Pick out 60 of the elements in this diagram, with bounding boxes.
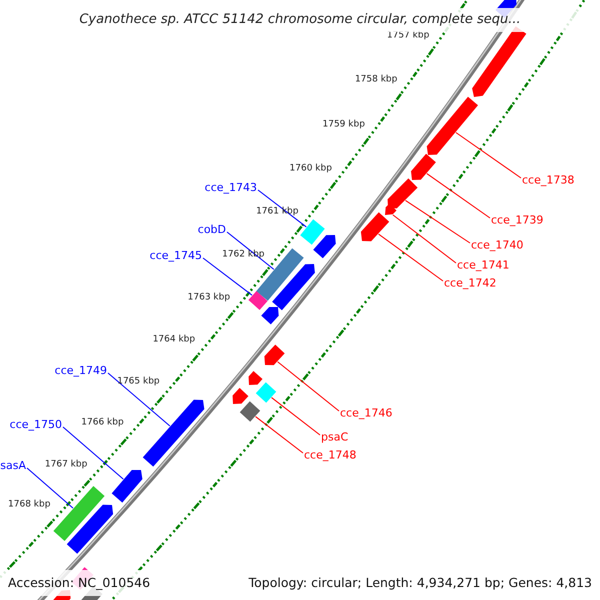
scale-label: 1759 kbp <box>322 119 365 130</box>
title: Cyanothece sp. ATCC 51142 chromosome circular, complete sequ... <box>79 11 521 30</box>
gene-block <box>385 204 396 215</box>
scale-label: 1765 kbp <box>117 376 160 388</box>
leader-line <box>404 200 470 244</box>
gene-label: cce_1748 <box>304 448 356 462</box>
leader-line <box>202 258 253 296</box>
gene-block <box>360 212 390 242</box>
leader-line <box>62 426 124 480</box>
leader-line <box>255 416 304 454</box>
gene-box <box>300 219 325 245</box>
gene-label: cce_1749 <box>54 364 107 377</box>
gene-label: cce_1741 <box>457 258 510 272</box>
gene-label: cce_1745 <box>150 248 202 262</box>
gene-label: sasA <box>0 458 26 472</box>
accession-text: Accession: NC_010546 <box>8 574 150 592</box>
gene-label: cce_1739 <box>491 213 544 226</box>
gene-block <box>232 388 248 404</box>
gene-block <box>142 400 204 467</box>
gene-block <box>264 344 285 366</box>
leader-line <box>108 372 170 427</box>
gene-block <box>388 178 418 208</box>
gene-block <box>248 371 262 385</box>
leader-line <box>258 190 307 228</box>
scale-label: 1758 kbp <box>354 74 398 86</box>
gene-label: cce_1750 <box>10 418 62 431</box>
gene-block <box>313 235 336 258</box>
gene-box <box>53 486 105 541</box>
leader-line <box>226 232 274 270</box>
gene-diamond <box>256 382 276 403</box>
gene-label: cce_1742 <box>444 276 496 290</box>
gene-label: cce_1738 <box>522 173 574 186</box>
leader-line <box>426 173 490 218</box>
gene-diamond <box>248 291 268 310</box>
leader-line <box>378 234 444 282</box>
gene-block <box>411 154 436 180</box>
leader-line <box>455 132 522 178</box>
gene-diamond <box>240 401 260 422</box>
scale-label: 1763 kbp <box>188 292 230 304</box>
summary-text: Topology: circular; Length: 4,934,271 bp; Genes: 4,813 <box>248 574 592 592</box>
gene-label: cce_1746 <box>340 406 392 420</box>
scale-label: 1757 kbp <box>386 30 430 42</box>
scale-label: 1768 kbp <box>8 500 50 511</box>
leader-line <box>277 361 340 412</box>
scale-label: 1767 kbp <box>44 459 88 470</box>
gene-block <box>272 264 315 310</box>
gene-label: psaC <box>321 430 348 444</box>
leader-line <box>392 214 456 264</box>
scale-label: 1764 kbp <box>152 334 196 346</box>
scale-label: 1766 kbp <box>81 418 124 429</box>
scale-label: 1760 kbp <box>290 163 332 174</box>
gene-block <box>426 96 478 155</box>
gene-block <box>261 307 279 324</box>
gene-block <box>66 504 114 554</box>
leader-line <box>271 397 320 436</box>
gene-label: cce_1743 <box>204 180 257 194</box>
leader-line <box>26 468 74 509</box>
gene-label: cobD <box>198 222 226 236</box>
gene-label: cce_1740 <box>471 238 524 252</box>
gene-block <box>112 470 142 503</box>
